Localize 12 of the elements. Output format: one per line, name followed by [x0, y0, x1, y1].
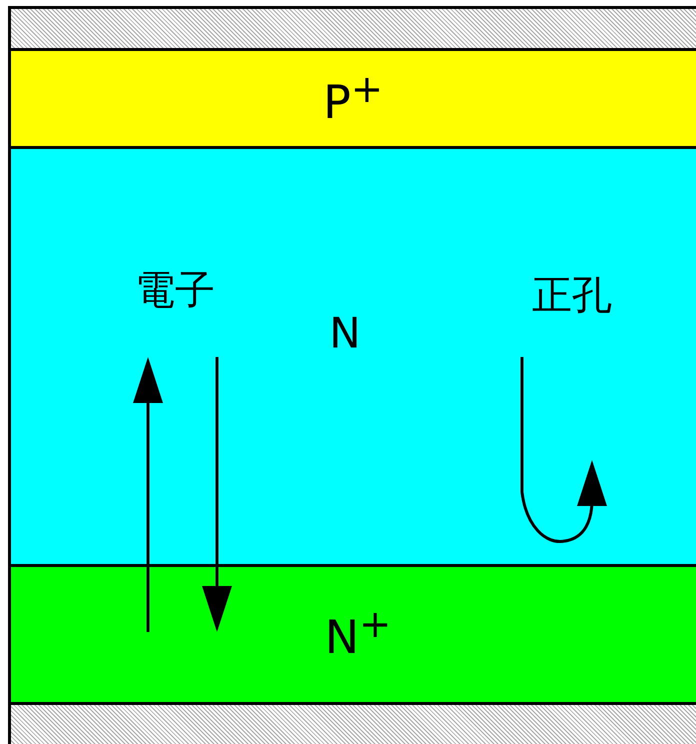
carrier-label: 電子: [135, 266, 215, 316]
p-plus-layer: [8, 48, 696, 149]
layer-label: N$^{+}$: [324, 602, 392, 664]
layer-label: N: [329, 308, 361, 358]
layer-label: P$^{+}$: [323, 66, 383, 130]
n-plus-layer: [8, 564, 696, 705]
arrow: [133, 357, 163, 632]
contact-band: [8, 702, 696, 744]
n-layer: [8, 146, 696, 567]
carrier-label: 正孔: [532, 272, 612, 320]
arrow: [202, 357, 232, 632]
contact-band: [8, 6, 696, 51]
